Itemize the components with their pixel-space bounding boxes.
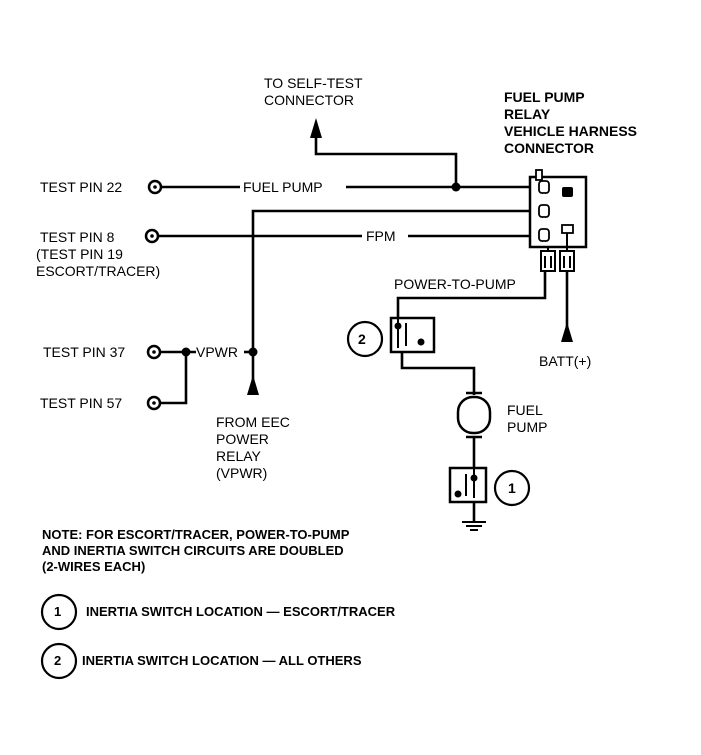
legend-circles — [40, 593, 78, 680]
relay-connector — [528, 169, 588, 272]
legend-2-number: 2 — [54, 653, 62, 668]
note-text: NOTE: FOR ESCORT/TRACER, POWER-TO-PUMP A… — [42, 527, 350, 574]
legend-1-number: 1 — [54, 604, 62, 619]
fpm-wire — [144, 228, 540, 244]
self-test-label: TO SELF-TEST CONNECTOR — [264, 75, 363, 108]
power-to-pump-label: POWER-TO-PUMP — [394, 276, 516, 292]
legend-2-text: INERTIA SWITCH LOCATION — ALL OTHERS — [82, 653, 362, 668]
inertia-switch-1 — [448, 466, 531, 507]
fuel-pump-wire — [147, 179, 540, 195]
power-to-pump-wire — [396, 271, 547, 320]
batt-label: BATT(+) — [539, 353, 592, 369]
relay-connector-header: FUEL PUMP RELAY VEHICLE HARNESS CONNECTO… — [504, 89, 638, 156]
fpm-wire-label: FPM — [366, 228, 396, 244]
fuel-pump-wire-label: FUEL PUMP — [243, 179, 323, 195]
eec-relay-label: FROM EEC POWER RELAY (VPWR) — [216, 414, 290, 481]
self-test-wire — [310, 118, 458, 187]
fuel-pump-motor-label: FUEL PUMP — [507, 402, 548, 435]
fuel-pump-motor — [456, 391, 492, 468]
inertia-switch-2 — [346, 316, 436, 358]
batt-wire — [561, 271, 573, 342]
callout-2-number: 2 — [358, 331, 366, 347]
test-pin-57-label: TEST PIN 57 — [40, 395, 123, 411]
vpwr-test-pins — [146, 344, 253, 411]
test-pin-19-label: (TEST PIN 19 ESCORT/TRACER) — [36, 246, 161, 279]
callout-1-number: 1 — [508, 480, 516, 496]
test-pin-37-label: TEST PIN 37 — [43, 344, 126, 360]
ground-symbol — [462, 502, 486, 531]
pump-feed-wire — [400, 352, 476, 395]
vpwr-label: VPWR — [196, 344, 238, 360]
legend-1-text: INERTIA SWITCH LOCATION — ESCORT/TRACER — [86, 604, 396, 619]
test-pin-8-label: TEST PIN 8 — [40, 229, 115, 245]
test-pin-22-label: TEST PIN 22 — [40, 179, 123, 195]
